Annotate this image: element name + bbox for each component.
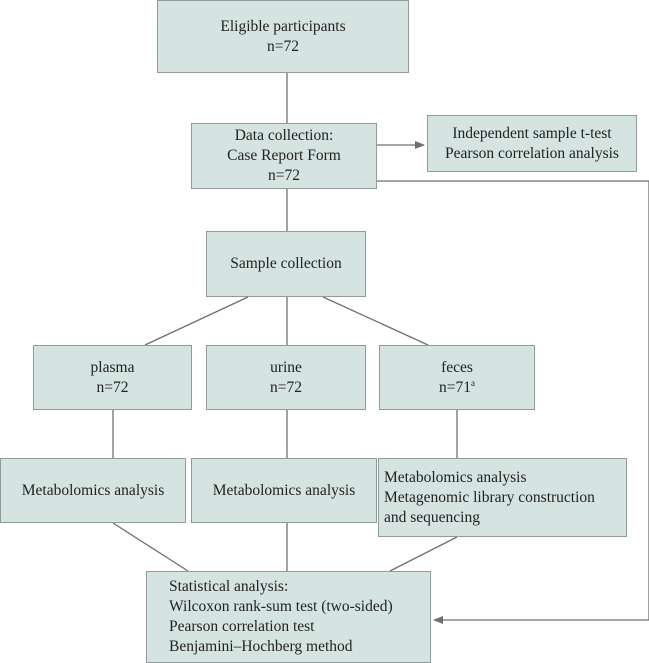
statistical-title: Statistical analysis: <box>169 578 289 595</box>
metabolomics-plasma-label: Metabolomics analysis <box>21 481 165 499</box>
eligible-count: n=72 <box>267 37 299 55</box>
arrow-datacollection-to-stats <box>377 180 649 624</box>
metabolomics-urine-box: Metabolomics analysis <box>191 458 377 523</box>
feces-analysis-box: Metabolomics analysis Metagenomic librar… <box>378 458 627 537</box>
line-sample-to-plasma <box>144 296 249 346</box>
plasma-label: plasma <box>90 358 135 376</box>
t-test-box: Independent sample t-test Pearson correl… <box>427 115 637 172</box>
eligible-participants-box: Eligible participants n=72 <box>157 0 409 73</box>
feces-footnote-marker: a <box>471 377 475 388</box>
urine-label: urine <box>270 358 302 376</box>
line-plasma-metab-to-stats <box>112 522 189 572</box>
metabolomics-plasma-box: Metabolomics analysis <box>0 458 186 523</box>
data-collection-title: Data collection: <box>234 127 334 144</box>
t-test-line2: Pearson correlation analysis <box>445 144 619 162</box>
statistical-wilcoxon: Wilcoxon rank-sum test (two-sided) <box>169 598 393 615</box>
data-collection-form: Case Report Form <box>227 147 341 164</box>
statistical-bh: Benjamini–Hochberg method <box>169 638 353 655</box>
sample-collection-box: Sample collection <box>206 231 366 297</box>
feces-analysis-line1: Metabolomics analysis <box>384 468 527 486</box>
feces-analysis-line3: and sequencing <box>384 508 480 526</box>
plasma-count: n=72 <box>96 378 129 396</box>
statistical-pearson: Pearson correlation test <box>169 618 315 635</box>
line-sample-to-feces <box>322 296 429 346</box>
urine-count: n=72 <box>270 378 302 396</box>
metabolomics-urine-label: Metabolomics analysis <box>212 481 356 499</box>
plasma-box: plasma n=72 <box>33 345 192 410</box>
t-test-line1: Independent sample t-test <box>452 124 612 142</box>
sample-collection-title: Sample collection <box>230 255 342 272</box>
urine-box: urine n=72 <box>206 345 366 410</box>
feces-label: feces <box>441 358 473 376</box>
feces-analysis-line2: Metagenomic library construction <box>384 488 595 506</box>
feces-count-value: n=71 <box>439 378 471 396</box>
data-collection-box: Data collection: Case Report Form n=72 <box>191 123 377 189</box>
data-collection-count: n=72 <box>268 167 300 184</box>
feces-box: feces n=71a <box>379 345 535 410</box>
line-feces-analysis-to-stats <box>389 536 458 572</box>
feces-count: n=71a <box>439 378 475 398</box>
eligible-title: Eligible participants <box>220 17 346 35</box>
statistical-analysis-box: Statistical analysis: Wilcoxon rank-sum … <box>146 571 431 663</box>
